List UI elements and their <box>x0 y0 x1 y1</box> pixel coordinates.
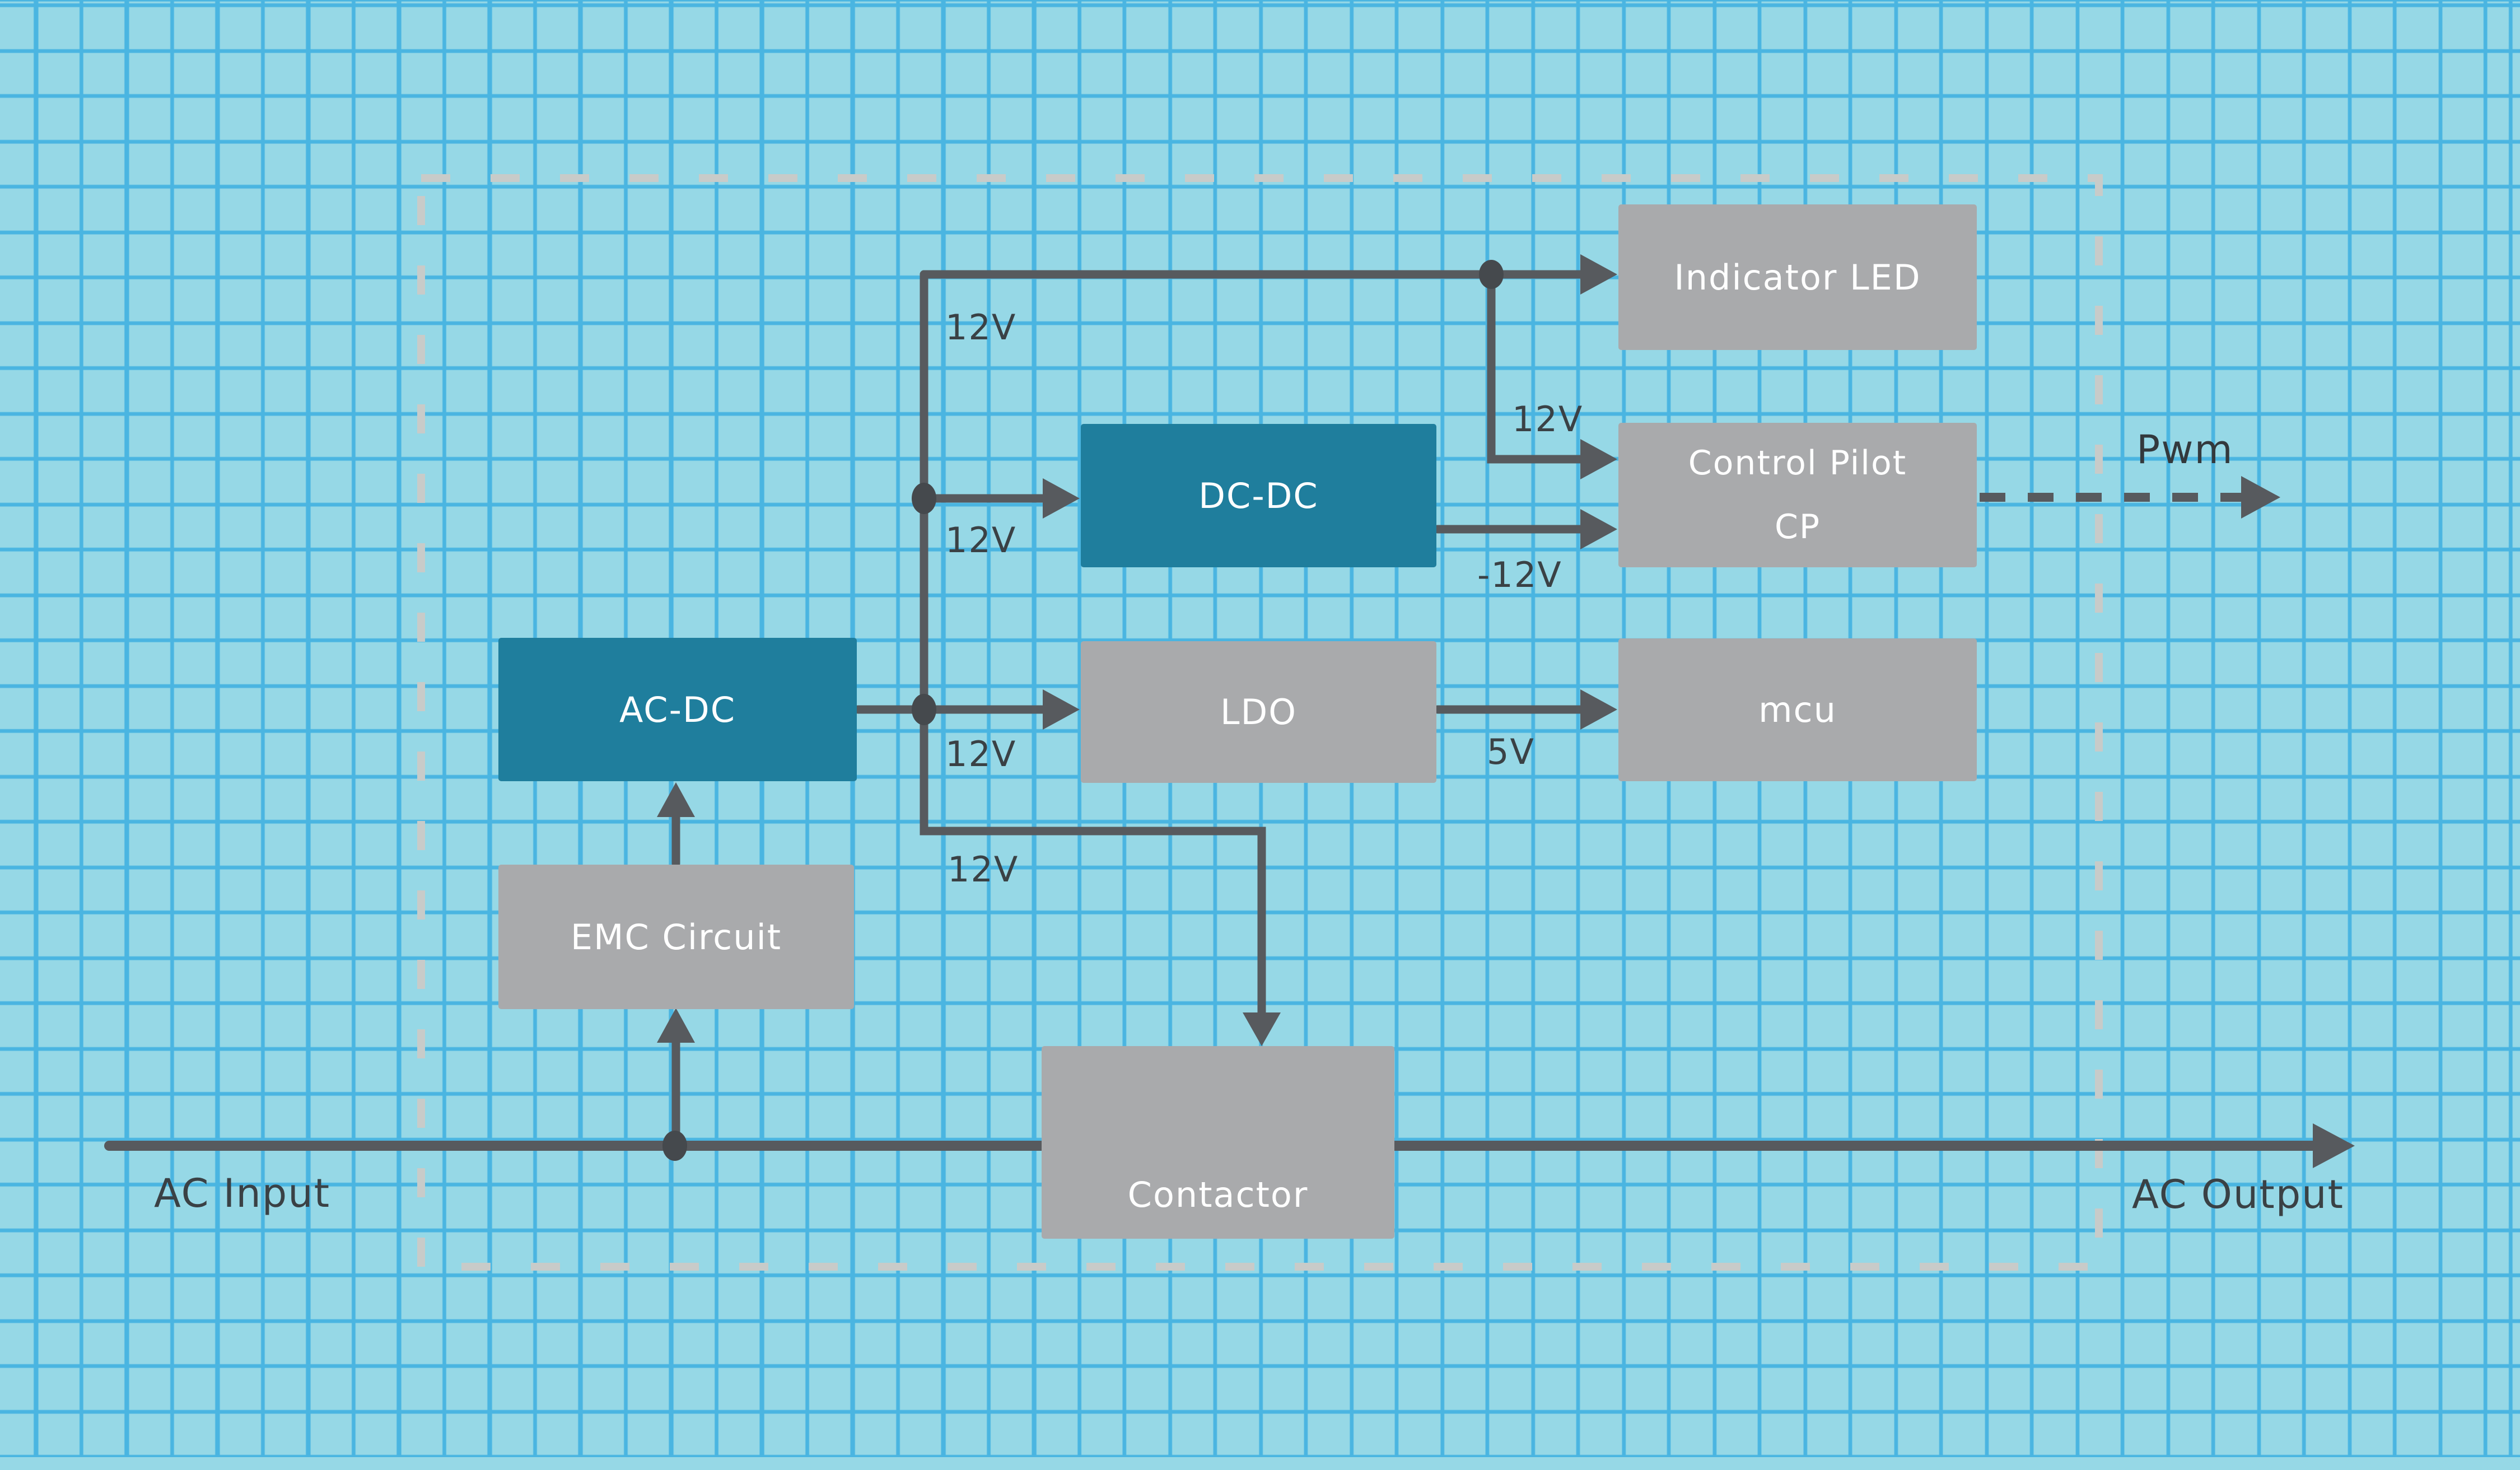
label-dcdc-in-12v: 12V <box>945 520 1017 561</box>
block-dc-dc-label: DC-DC <box>1198 475 1319 516</box>
wire-bus-to-cp <box>1487 270 1586 464</box>
block-dc-dc: DC-DC <box>1081 424 1436 567</box>
mcu-input-arrowhead-icon <box>1580 689 1617 730</box>
contactor-input-arrowhead-icon <box>1243 1012 1281 1046</box>
block-ldo: LDO <box>1081 641 1436 783</box>
label-cp-in-neg12v: -12V <box>1477 554 1562 595</box>
junction-dot-dcdc-tee <box>912 483 936 514</box>
cp-upper-arrowhead-icon <box>1580 439 1617 479</box>
label-contactor-12v: 12V <box>948 849 1019 890</box>
block-contactor: Contactor <box>1042 1046 1394 1239</box>
block-emc-circuit: EMC Circuit <box>498 865 854 1009</box>
block-indicator-led-label: Indicator LED <box>1674 256 1921 298</box>
block-control-pilot: Control Pilot CP <box>1618 423 1977 567</box>
junction-dot-cp-tee <box>1479 260 1504 289</box>
block-mcu: mcu <box>1618 638 1977 781</box>
label-ldo-in-12v: 12V <box>945 734 1017 774</box>
acdc-input-arrowhead-icon <box>657 782 695 817</box>
cp-lower-arrowhead-icon <box>1580 509 1617 549</box>
label-ac-output: AC Output <box>2132 1172 2344 1217</box>
block-contactor-label: Contactor <box>1127 1174 1309 1215</box>
indicator-input-arrowhead-icon <box>1580 254 1617 295</box>
pwm-arrowhead-icon <box>2241 476 2280 519</box>
emc-input-arrowhead-icon <box>657 1008 695 1043</box>
ldo-input-arrowhead-icon <box>1043 689 1080 730</box>
label-pwm: Pwm <box>2136 427 2234 473</box>
junction-dot-ac-line <box>662 1131 687 1161</box>
label-cp-in-12v: 12V <box>1512 399 1584 440</box>
label-bus-top-12v: 12V <box>945 307 1017 348</box>
block-ldo-label: LDO <box>1220 692 1298 732</box>
block-mcu-label: mcu <box>1758 689 1837 730</box>
label-ac-input: AC Input <box>154 1170 331 1216</box>
enclosure-dashed-border <box>417 174 2103 1271</box>
ac-output-arrowhead-icon <box>2313 1123 2355 1168</box>
block-ac-dc: AC-DC <box>498 638 857 781</box>
block-indicator-led: Indicator LED <box>1618 204 1977 350</box>
block-control-pilot-label-line2: CP <box>1774 507 1821 547</box>
block-ac-dc-label: AC-DC <box>619 689 736 730</box>
junction-dot-ldo-tee <box>912 694 936 725</box>
block-control-pilot-label-line1: Control Pilot <box>1688 444 1907 483</box>
block-emc-circuit-label: EMC Circuit <box>570 916 782 958</box>
label-mcu-in-5v: 5V <box>1487 731 1535 772</box>
dcdc-input-arrowhead-icon <box>1043 478 1080 519</box>
wire-bus-to-contactor <box>920 705 1266 1019</box>
